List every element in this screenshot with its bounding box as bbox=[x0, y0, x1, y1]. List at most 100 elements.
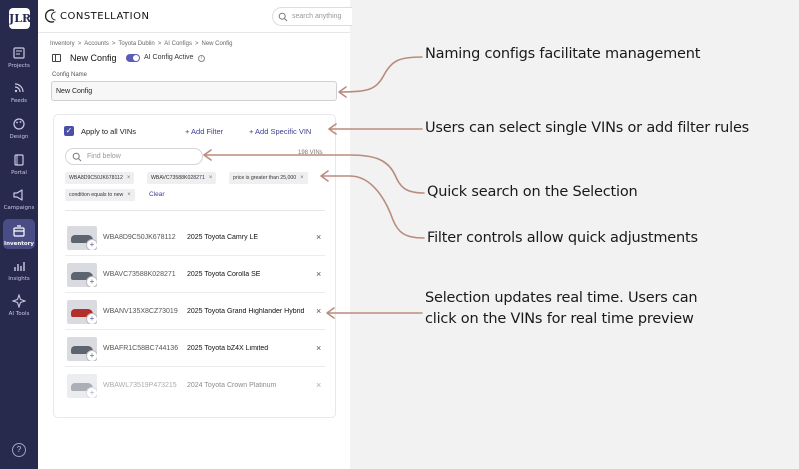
breadcrumb-current: New Config bbox=[201, 41, 233, 47]
nav-item-projects[interactable]: Projects bbox=[0, 46, 38, 69]
divider bbox=[65, 210, 325, 211]
nav-item-campaigns[interactable]: Campaigns bbox=[0, 188, 38, 211]
filter-chip[interactable]: condition equals to new× bbox=[65, 189, 135, 201]
chip-label: condition equals to new bbox=[69, 192, 124, 198]
active-indicator bbox=[3, 219, 35, 249]
page-title: New Config bbox=[70, 53, 117, 63]
help-icon[interactable]: ? bbox=[12, 443, 26, 457]
nav-label: Projects bbox=[8, 63, 30, 69]
vehicle-model: 2025 Toyota Camry LE bbox=[187, 234, 259, 241]
nav-item-inventory[interactable]: Inventory bbox=[0, 219, 38, 249]
projects-icon bbox=[13, 47, 25, 59]
brand-name: CONSTELLATION bbox=[60, 11, 150, 22]
add-filter-button[interactable]: + Add Filter bbox=[185, 127, 224, 136]
vin-number[interactable]: WBAFR1C58BC744136 bbox=[103, 345, 179, 352]
annotation-select-vins: Users can select single VINs or add filt… bbox=[425, 120, 750, 136]
search-icon bbox=[72, 152, 82, 162]
breadcrumb-ai-configs[interactable]: AI Configs bbox=[164, 41, 192, 47]
search-placeholder: search anything bbox=[292, 13, 342, 20]
filter-chip[interactable]: WBA8D9C50JK678112× bbox=[65, 172, 135, 184]
page-header: New Config AI Config Active i bbox=[52, 53, 342, 65]
vin-row[interactable]: + WBANV135X8CZ73019 2025 Toyota Grand Hi… bbox=[65, 294, 325, 330]
nav-item-ai-tools[interactable]: AI Tools bbox=[0, 294, 38, 317]
breadcrumb-separator: > bbox=[194, 41, 199, 47]
vehicle-thumbnail: + bbox=[67, 226, 97, 250]
vehicle-model: 2025 Toyota Grand Highlander Hybrid bbox=[187, 308, 305, 315]
remove-vin-icon[interactable]: × bbox=[316, 380, 322, 390]
remove-vin-icon[interactable]: × bbox=[316, 343, 322, 353]
chip-remove-icon[interactable]: × bbox=[126, 175, 131, 181]
remove-vin-icon[interactable]: × bbox=[316, 306, 322, 316]
chip-label: price is greater than 25,000 bbox=[233, 175, 297, 181]
vehicle-model: 2024 Toyota Crown Platinum bbox=[187, 382, 277, 389]
ai-config-active-label: AI Config Active bbox=[144, 54, 194, 61]
remove-vin-icon[interactable]: × bbox=[316, 232, 322, 242]
ai-config-active-toggle[interactable] bbox=[126, 54, 140, 62]
nav-label: Campaigns bbox=[3, 205, 35, 211]
top-bar: CONSTELLATION search anything bbox=[38, 0, 352, 33]
breadcrumb-accounts[interactable]: Accounts bbox=[84, 41, 109, 47]
chip-remove-icon[interactable]: × bbox=[127, 192, 131, 198]
breadcrumb-inventory[interactable]: Inventory bbox=[50, 41, 75, 47]
chip-label: WBA8D9C50JK678112 bbox=[69, 175, 123, 181]
sidebar-toggle-icon[interactable] bbox=[52, 54, 61, 62]
vin-row[interactable]: + WBAWL73519P473215 2024 Toyota Crown Pl… bbox=[65, 368, 325, 404]
breadcrumb-separator: > bbox=[157, 41, 162, 47]
find-placeholder: Find below bbox=[87, 153, 121, 160]
breadcrumb: Inventory>Accounts>Toyota Dublin>AI Conf… bbox=[50, 41, 236, 47]
nav-item-design[interactable]: Design bbox=[0, 117, 38, 140]
ai-preview-icon[interactable]: + bbox=[86, 387, 97, 398]
nav-rail: JLR Projects Feeds Design Portal Campaig… bbox=[0, 0, 38, 469]
annotation-real-time-line2: click on the VINs for real time preview bbox=[425, 311, 694, 327]
inventory-icon bbox=[13, 225, 25, 237]
nav-item-feeds[interactable]: Feeds bbox=[0, 81, 38, 104]
bar-chart-icon bbox=[14, 262, 25, 271]
nav-item-portal[interactable]: Portal bbox=[0, 153, 38, 176]
vehicle-model: 2025 Toyota Corolla SE bbox=[187, 271, 261, 278]
portal-icon bbox=[14, 154, 24, 166]
vin-selection-card: ✓ Apply to all VINs + Add Filter + Add S… bbox=[53, 114, 336, 418]
annotation-real-time-line1: Selection updates real time. Users can bbox=[425, 290, 698, 306]
annotation-naming: Naming configs facilitate management bbox=[425, 46, 701, 62]
app-logo[interactable]: JLR bbox=[9, 8, 31, 29]
nav-item-insights[interactable]: Insights bbox=[0, 259, 38, 282]
vin-row[interactable]: + WBA8D9C50JK678112 2025 Toyota Camry LE… bbox=[65, 220, 325, 256]
remove-vin-icon[interactable]: × bbox=[316, 269, 322, 279]
vin-number[interactable]: WBANV135X8CZ73019 bbox=[103, 308, 178, 315]
breadcrumb-toyota-dublin[interactable]: Toyota Dublin bbox=[118, 41, 155, 47]
vin-number[interactable]: WBAVC73588K028271 bbox=[103, 271, 176, 278]
filter-chip[interactable]: WBAVC73588K028271× bbox=[147, 172, 217, 184]
palette-icon bbox=[13, 118, 25, 130]
constellation-logo-icon bbox=[45, 9, 56, 23]
global-search-input[interactable]: search anything bbox=[272, 7, 352, 26]
find-below-input[interactable]: Find below bbox=[65, 148, 203, 165]
breadcrumb-separator: > bbox=[77, 41, 82, 47]
nav-label: Design bbox=[9, 134, 29, 140]
breadcrumb-separator: > bbox=[111, 41, 116, 47]
config-panel: Inventory>Accounts>Toyota Dublin>AI Conf… bbox=[38, 33, 350, 469]
add-specific-vin-button[interactable]: + Add Specific VIN bbox=[249, 127, 312, 136]
annotation-quick-search: Quick search on the Selection bbox=[427, 184, 638, 200]
filter-chip[interactable]: price is greater than 25,000× bbox=[229, 172, 308, 184]
apply-all-checkbox[interactable]: ✓ bbox=[64, 126, 74, 136]
info-icon[interactable]: i bbox=[198, 54, 205, 62]
vin-number[interactable]: WBA8D9C50JK678112 bbox=[103, 234, 176, 241]
clear-filters-button[interactable]: Clear bbox=[149, 191, 165, 198]
vin-row[interactable]: + WBAFR1C58BC744136 2025 Toyota bZ4X Lim… bbox=[65, 331, 325, 367]
chip-remove-icon[interactable]: × bbox=[208, 175, 213, 181]
ai-preview-icon[interactable]: + bbox=[86, 313, 97, 324]
ai-preview-icon[interactable]: + bbox=[86, 276, 97, 287]
chip-remove-icon[interactable]: × bbox=[300, 175, 304, 181]
config-name-label: Config Name bbox=[52, 72, 88, 78]
ai-preview-icon[interactable]: + bbox=[86, 239, 97, 250]
vin-count: 198 VINs bbox=[298, 150, 323, 156]
feeds-icon bbox=[14, 83, 24, 93]
ai-preview-icon[interactable]: + bbox=[86, 350, 97, 361]
search-icon bbox=[278, 12, 288, 22]
vin-number[interactable]: WBAWL73519P473215 bbox=[103, 382, 177, 389]
vin-row[interactable]: + WBAVC73588K028271 2025 Toyota Corolla … bbox=[65, 257, 325, 293]
nav-label: Portal bbox=[11, 170, 27, 176]
chip-label: WBAVC73588K028271 bbox=[151, 175, 205, 181]
nav-label: Inventory bbox=[4, 241, 34, 247]
config-name-field[interactable]: New Config bbox=[51, 81, 337, 101]
